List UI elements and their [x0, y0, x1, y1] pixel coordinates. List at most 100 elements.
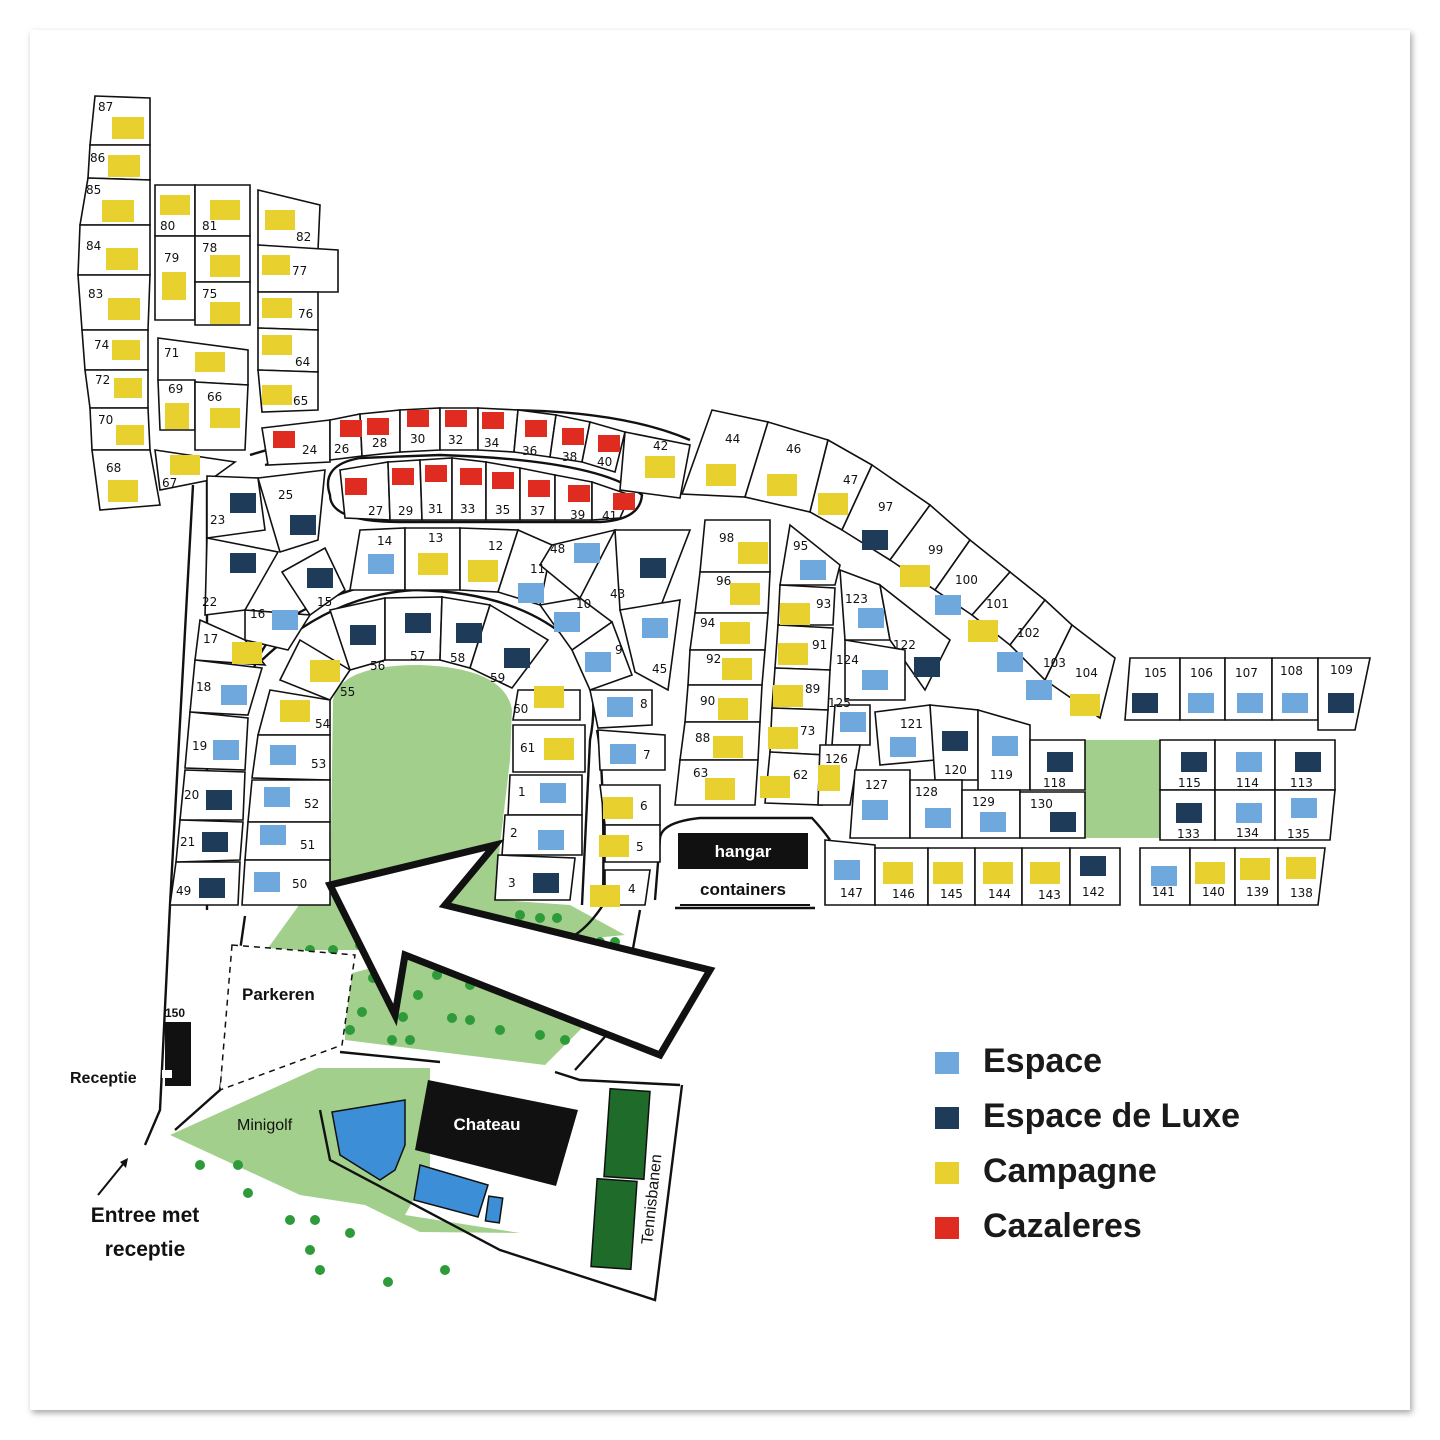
plot-133[interactable]: 133 [1176, 803, 1202, 841]
plot-134[interactable]: 134 [1236, 803, 1262, 840]
plot-120[interactable]: 120 [942, 731, 968, 777]
plot-135[interactable]: 135 [1287, 798, 1317, 841]
plot-13[interactable]: 13 [418, 531, 448, 575]
plot-57[interactable]: 57 [405, 613, 431, 663]
plot-34[interactable]: 34 [482, 412, 504, 450]
plot-87[interactable]: 87 [98, 100, 144, 139]
plot-83[interactable]: 83 [88, 287, 140, 320]
plot-140[interactable]: 140 [1195, 862, 1225, 899]
plot-70[interactable]: 70 [98, 413, 144, 445]
plot-71[interactable]: 71 [164, 346, 225, 372]
plot-42[interactable]: 42 [645, 439, 675, 478]
plot-59[interactable]: 59 [490, 648, 530, 685]
plot-93[interactable]: 93 [780, 597, 831, 625]
plot-6[interactable]: 6 [603, 797, 648, 819]
plot-105[interactable]: 105 [1132, 666, 1167, 713]
plot-58[interactable]: 58 [450, 623, 482, 665]
plot-88[interactable]: 88 [695, 731, 743, 758]
plot-142[interactable]: 142 [1080, 856, 1106, 899]
plot-81[interactable]: 81 [202, 200, 240, 233]
plot-24[interactable]: 24 [273, 431, 317, 457]
plot-79[interactable]: 79 [162, 251, 186, 300]
plot-60[interactable]: 60 [513, 686, 564, 716]
plot-46[interactable]: 46 [767, 442, 801, 496]
plot-36[interactable]: 36 [522, 420, 547, 458]
plot-9[interactable]: 9 [585, 643, 623, 672]
plot-15[interactable]: 15 [307, 568, 333, 609]
plot-99[interactable]: 99 [900, 543, 943, 587]
plot-129[interactable]: 129 [972, 795, 1006, 832]
plot-8[interactable]: 8 [607, 697, 648, 717]
plot-30[interactable]: 30 [407, 410, 429, 446]
plot-2[interactable]: 2 [510, 826, 564, 850]
plot-26[interactable]: 26 [334, 420, 362, 456]
plot-53[interactable]: 53 [270, 745, 326, 771]
plot-95[interactable]: 95 [793, 539, 826, 580]
plot-54[interactable]: 54 [280, 700, 330, 731]
plot-78[interactable]: 78 [202, 241, 240, 277]
plot-4[interactable]: 4 [590, 882, 636, 907]
plot-115[interactable]: 115 [1178, 752, 1207, 790]
plot-96[interactable]: 96 [716, 574, 760, 605]
plot-106[interactable]: 106 [1188, 666, 1214, 713]
plot-103[interactable]: 103 [1026, 656, 1066, 700]
plot-104[interactable]: 104 [1070, 666, 1100, 716]
plot-130[interactable]: 130 [1030, 797, 1076, 832]
plot-45[interactable]: 45 [642, 618, 668, 676]
plot-19[interactable]: 19 [192, 739, 239, 760]
plot-72[interactable]: 72 [95, 373, 142, 398]
plot-18[interactable]: 18 [196, 680, 247, 705]
plot-77[interactable]: 77 [262, 255, 307, 278]
plot-10[interactable]: 10 [554, 597, 591, 632]
plot-108[interactable]: 108 [1280, 664, 1308, 713]
plot-43[interactable]: 43 [610, 558, 666, 601]
plot-48[interactable]: 48 [550, 542, 600, 563]
plot-138[interactable]: 138 [1286, 857, 1316, 900]
plot-80[interactable]: 80 [160, 195, 190, 233]
plot-85[interactable]: 85 [86, 183, 134, 222]
plot-76[interactable]: 76 [262, 298, 313, 321]
plot-56[interactable]: 56 [350, 625, 385, 673]
plot-21[interactable]: 21 [180, 832, 228, 852]
plot-49[interactable]: 49 [176, 878, 225, 898]
plot-27[interactable]: 27 [345, 478, 383, 518]
plot-68[interactable]: 68 [106, 461, 138, 502]
plot-69[interactable]: 69 [165, 382, 189, 429]
plot-126[interactable]: 126 [818, 752, 848, 791]
plot-84[interactable]: 84 [86, 239, 138, 270]
plot-127[interactable]: 127 [862, 778, 888, 820]
plot-35[interactable]: 35 [492, 472, 514, 517]
plot-86[interactable]: 86 [90, 151, 140, 177]
plot-16[interactable]: 16 [250, 607, 298, 630]
plot-65[interactable]: 65 [262, 385, 308, 408]
plot-97[interactable]: 97 [862, 500, 893, 550]
plot-90[interactable]: 90 [700, 694, 748, 720]
plot-73[interactable]: 73 [768, 724, 815, 749]
plot-38[interactable]: 38 [562, 428, 584, 464]
plot-64[interactable]: 64 [262, 335, 310, 369]
plot-82[interactable]: 82 [265, 210, 311, 244]
plot-63[interactable]: 63 [693, 766, 735, 800]
plot-41[interactable]: 41 [602, 493, 635, 523]
plot-28[interactable]: 28 [367, 418, 389, 450]
plot-1[interactable]: 1 [518, 783, 566, 803]
plot-17[interactable]: 17 [203, 632, 262, 664]
plot-33[interactable]: 33 [460, 468, 482, 516]
plot-146[interactable]: 146 [883, 862, 915, 901]
plot-119[interactable]: 119 [990, 736, 1018, 782]
plot-25[interactable]: 25 [278, 488, 316, 535]
plot-94[interactable]: 94 [700, 616, 750, 644]
plot-14[interactable]: 14 [368, 534, 394, 574]
plot-109[interactable]: 109 [1328, 663, 1354, 713]
plot-55[interactable]: 55 [310, 660, 355, 699]
plot-102[interactable]: 102 [997, 626, 1040, 672]
plot-113[interactable]: 113 [1290, 752, 1321, 790]
plot-125[interactable]: 125 [828, 696, 866, 732]
plot-124[interactable]: 124 [836, 653, 888, 690]
plot-52[interactable]: 52 [264, 787, 319, 811]
plot-61[interactable]: 61 [520, 738, 574, 760]
plot-31[interactable]: 31 [425, 465, 447, 516]
plot-7[interactable]: 7 [610, 744, 651, 764]
plot-101[interactable]: 101 [968, 597, 1009, 642]
plot-66[interactable]: 66 [207, 390, 240, 428]
